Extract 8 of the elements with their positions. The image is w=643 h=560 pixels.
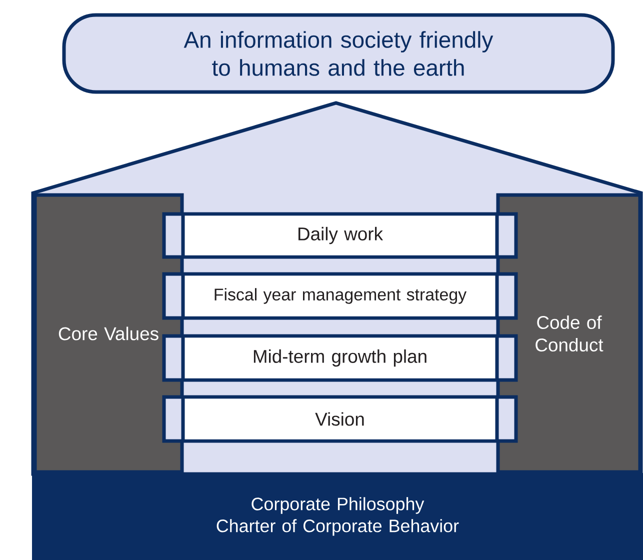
banner-box: An information society friendly to humans and the earth (62, 13, 615, 94)
level-bar: Fiscal year management strategy (162, 272, 518, 320)
pillar-box: Core Values (33, 193, 184, 474)
pillar-box: Code of Conduct (496, 193, 642, 474)
level-bar: Mid-term growth plan (162, 334, 518, 382)
level-bar: Daily work (162, 212, 518, 259)
foundation-band: Corporate Philosophy Charter of Corporate Behavior (32, 473, 643, 560)
level-bar: Vision (162, 395, 518, 443)
